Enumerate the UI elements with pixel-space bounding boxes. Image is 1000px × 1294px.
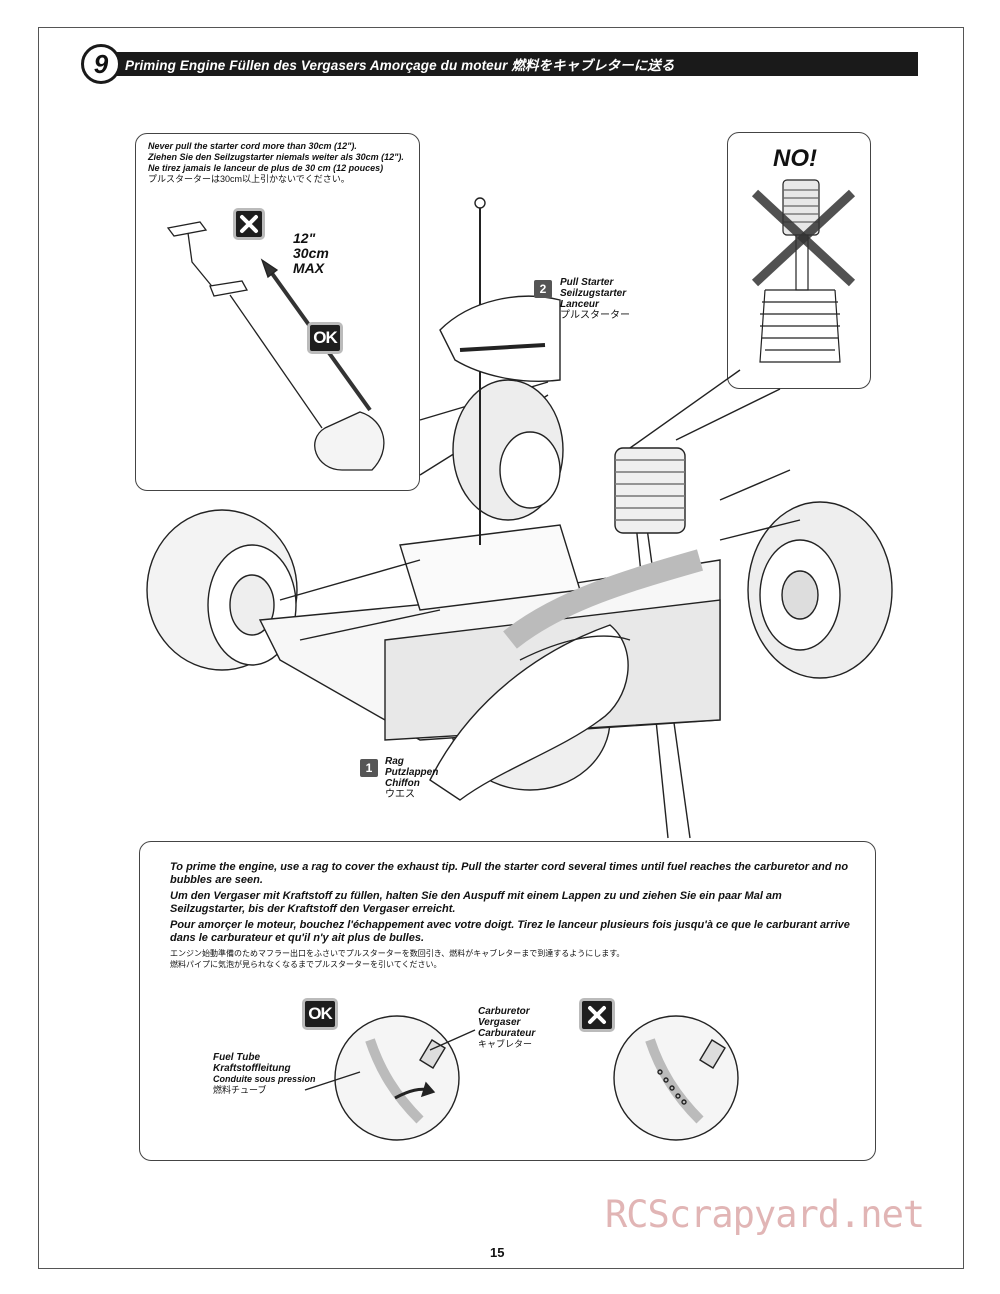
rag-label: Rag Putzlappen Chiffon ウエス: [385, 756, 438, 800]
fuel-tube-de: Kraftstoffleitung: [213, 1063, 291, 1074]
fuel-tube-en: Fuel Tube: [213, 1052, 261, 1063]
header-bar: [112, 52, 918, 76]
max-pull-label: 12" 30cm MAX: [293, 231, 329, 276]
warning-jp: プルスターターは30cm以上引かないでください。: [148, 174, 350, 184]
wrong-x-icon: [233, 208, 265, 240]
pull-starter-jp: プルスターター: [560, 310, 630, 321]
no-label: NO!: [773, 145, 817, 172]
pull-starter-number: 2: [534, 280, 552, 298]
carburetor-fr: Carburateur: [478, 1028, 536, 1039]
warning-en: Never pull the starter cord more than 30…: [148, 141, 357, 151]
pull-starter-en: Pull Starter: [560, 277, 614, 288]
instruction-jp-2: 燃料パイプに気泡が見られなくなるまでプルスターターを引いてください。: [170, 960, 442, 969]
warning-fr: Ne tirez jamais le lanceur de plus de 30…: [148, 163, 384, 173]
pull-starter-label: Pull Starter Seilzugstarter Lanceur プルスタ…: [560, 277, 630, 321]
instruction-en: To prime the engine, use a rag to cover …: [170, 861, 849, 886]
max-pull-inches: 12": [293, 230, 316, 246]
fuel-tube-jp: 燃料チューブ: [213, 1085, 267, 1095]
carburetor-jp: キャブレター: [478, 1039, 533, 1049]
ok-badge-detail: OK: [302, 998, 338, 1030]
fuel-tube-label: Fuel Tube Kraftstoffleitung Conduite sou…: [213, 1052, 316, 1096]
rag-number: 1: [360, 759, 378, 777]
carburetor-label: Carburetor Vergaser Carburateur キャブレター: [478, 1006, 535, 1050]
ok-badge-starter: OK: [307, 322, 343, 354]
carburetor-de: Vergaser: [478, 1017, 521, 1028]
carburetor-en: Carburetor: [478, 1006, 530, 1017]
rag-fr: Chiffon: [385, 778, 420, 789]
instruction-text: To prime the engine, use a rag to cover …: [170, 861, 860, 973]
rag-de: Putzlappen: [385, 767, 439, 778]
page-frame: [38, 27, 964, 1269]
max-pull-max: MAX: [293, 260, 325, 276]
page-number: 15: [490, 1245, 505, 1260]
page-title: Priming Engine Füllen des Vergasers Amor…: [125, 58, 675, 73]
pull-starter-de: Seilzugstarter: [560, 288, 627, 299]
instruction-de: Um den Vergaser mit Kraftstoff zu füllen…: [170, 890, 782, 915]
watermark: RCScrapyard.net: [605, 1193, 925, 1236]
starter-warning-text: Never pull the starter cord more than 30…: [148, 141, 404, 185]
instruction-panel: [139, 841, 876, 1161]
max-pull-cm: 30cm: [293, 245, 329, 261]
rag-jp: ウエス: [385, 789, 415, 800]
instruction-jp-1: エンジン始動準備のためマフラー出口をふさいでプルスターターを数回引き、燃料がキャ…: [170, 949, 625, 958]
fuel-tube-fr: Conduite sous pression: [213, 1074, 316, 1084]
step-number: 9: [81, 44, 121, 84]
instruction-fr: Pour amorçer le moteur, bouchez l'échapp…: [170, 919, 850, 944]
pull-starter-fr: Lanceur: [560, 299, 599, 310]
wrong-x-detail-icon: [579, 998, 615, 1032]
warning-de: Ziehen Sie den Seilzugstarter niemals we…: [148, 152, 404, 162]
rag-en: Rag: [385, 756, 404, 767]
